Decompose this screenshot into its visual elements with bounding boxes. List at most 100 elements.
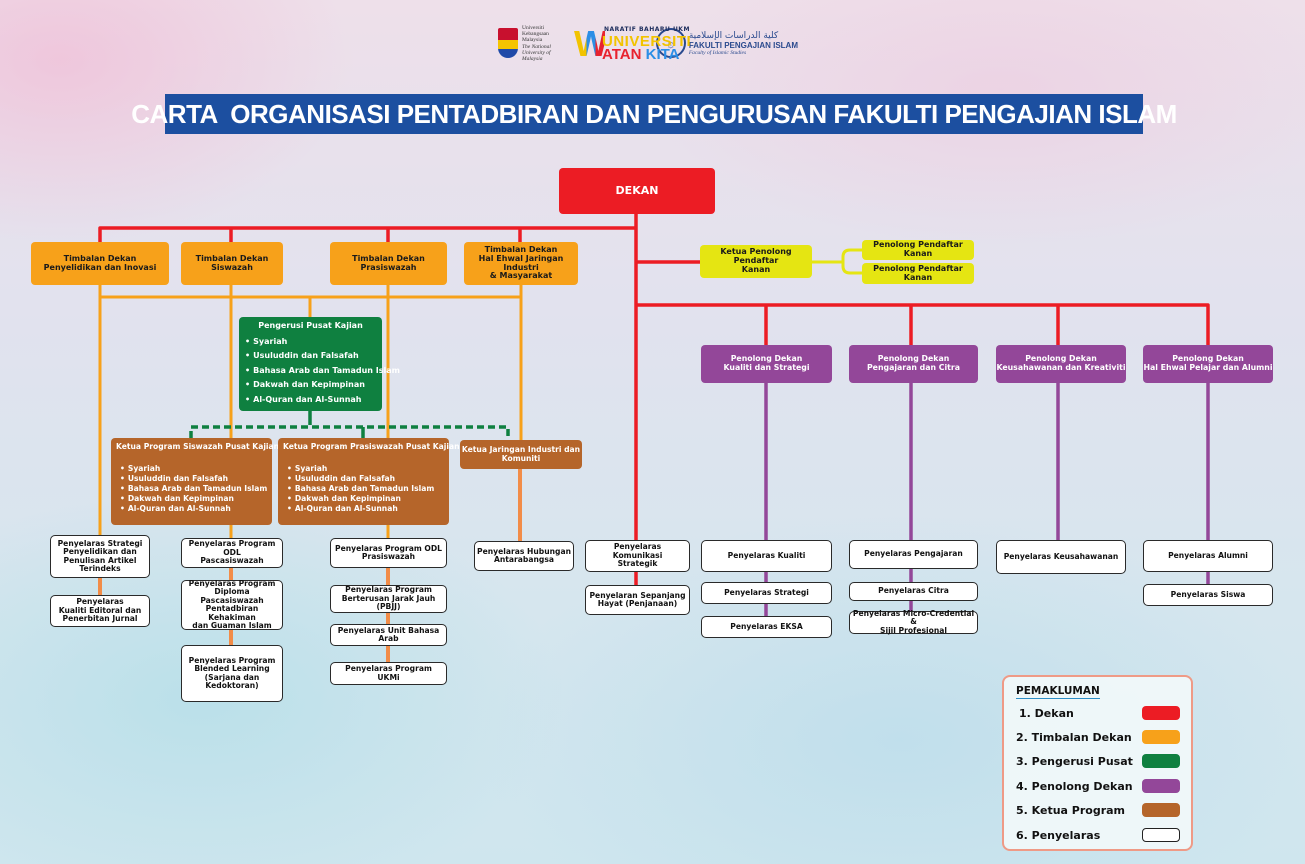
faculty-name: FAKULTI PENGAJIAN ISLAM <box>688 40 798 50</box>
list-item-text: Usuluddin dan Falsafah <box>294 473 396 483</box>
node-line: Penerbitan Jurnal <box>62 614 138 624</box>
list-item: •Bahasa Arab dan Tamadun Islam <box>245 365 400 376</box>
node-line: Keusahawanan dan Kreativiti <box>996 363 1126 372</box>
node-line: Prasiswazah <box>361 552 416 561</box>
node-line: Penyelaras <box>76 597 124 607</box>
list-item-text: Al-Quran dan Al-Sunnah <box>294 503 398 513</box>
node-line: Kualiti Editoral dan <box>58 605 142 615</box>
bullet-icon: • <box>120 483 125 493</box>
node-dekan: DEKAN <box>559 168 715 214</box>
node-line: Hal Ehwal Jaringan Industri <box>478 253 564 272</box>
node-penyelaras-hubungan-antarabangsa: Penyelaras Hubungan Antarabangsa <box>474 541 574 571</box>
node-line: Penolong Dekan <box>730 354 803 364</box>
list-item-text: Al-Quran dan Al-Sunnah <box>127 503 231 513</box>
legend-item-timbalan-dekan: 2. Timbalan Dekan <box>1016 728 1180 746</box>
legend-item-dekan: 1. Dekan <box>1016 704 1180 722</box>
node-line: Siswazah <box>211 262 253 272</box>
dekan-connectors <box>98 213 1210 585</box>
node-line: Ketua Penolong Pendaftar <box>720 247 792 266</box>
node-line: Strategik <box>617 559 658 569</box>
node-penyelaras-strategi: Penyelaras Strategi <box>701 582 832 604</box>
bullet-icon: • <box>245 336 251 346</box>
deputy-connectors <box>98 285 523 538</box>
node-line: Penolong Dekan <box>1025 354 1097 364</box>
node-line: Penyelaras Program ODL <box>188 539 276 557</box>
node-penolong-pendaftar-kanan-1: Penolong Pendaftar Kanan <box>862 240 974 260</box>
logo-strip: Universiti Kebangsaan Malaysia The Natio… <box>498 22 798 64</box>
bullet-icon: • <box>120 473 125 483</box>
legend-item-penolong-dekan: 4. Penolong Dekan <box>1016 777 1180 795</box>
node-line: Penolong Dekan <box>877 354 950 364</box>
node-line: Penyelaran Sepanjang <box>589 590 686 600</box>
node-line: Prasiswazah <box>360 262 417 272</box>
universiti-watan-kita-logo: W NARATIF BAHARU UKM UNIVERSITI ATAN KIT… <box>574 23 691 64</box>
bullet-icon: • <box>120 503 125 513</box>
node-line: Penyelaras Hubungan <box>477 546 571 556</box>
node-title: Ketua Program Prasiswazah Pusat Kajian <box>283 442 460 451</box>
node-line: Kanan <box>741 264 771 274</box>
node-penolong-dekan-keusahawanan: Penolong Dekan Keusahawanan dan Kreativi… <box>996 345 1126 383</box>
legend-swatch <box>1142 754 1180 768</box>
node-penyelaras-eksa: Penyelaras EKSA <box>701 616 832 638</box>
campaign-line2: ATAN KITA <box>602 46 680 63</box>
legend-label: 1. Dekan <box>1019 706 1074 720</box>
node-penyelaras-alumni: Penyelaras Alumni <box>1143 540 1273 572</box>
node-penyelaras-pbjj: Penyelaras Program Berterusan Jarak Jauh… <box>330 585 447 613</box>
node-line: & Masyarakat <box>489 271 553 281</box>
list-item-text: Syariah <box>294 463 328 473</box>
list-item: •Bahasa Arab dan Tamadun Islam <box>120 483 268 494</box>
node-pengerusi-pusat-kajian: Pengerusi Pusat Kajian •Syariah •Usuludd… <box>239 317 400 411</box>
programme-list: •Syariah •Usuluddin dan Falsafah •Bahasa… <box>116 463 268 515</box>
node-line: Hayat (Penjanaan) <box>597 599 678 608</box>
registrar-connectors <box>812 248 862 275</box>
node-line: Pengajaran dan Citra <box>866 363 961 372</box>
list-item: •Usuluddin dan Falsafah <box>245 351 400 361</box>
node-penyelaras-siswa: Penyelaras Siswa <box>1143 584 1273 606</box>
node-line: Hal Ehwal Pelajar dan Alumni <box>1143 363 1273 372</box>
legend-item-pengerusi-pusat: 3. Pengerusi Pusat <box>1016 752 1180 770</box>
node-line: Timbalan Dekan <box>352 253 425 263</box>
faculty-arabic-name: كلية الدراسات الإسلامية <box>688 30 779 41</box>
legend-item-ketua-program: 5. Ketua Program <box>1016 801 1180 819</box>
node-line: Penyelaras Program <box>188 578 276 588</box>
legend-label: 2. Timbalan Dekan <box>1016 730 1132 744</box>
list-item-text: Bahasa Arab dan Tamadun Islam <box>253 365 400 375</box>
bullet-icon: • <box>245 380 251 390</box>
node-line: Penulisan Artikel <box>63 555 137 565</box>
node-line: Penolong Dekan <box>1172 354 1244 364</box>
list-item-text: Dakwah dan Kepimpinan <box>127 493 234 503</box>
node-penyelaras-odl-prasiswazah: Penyelaras Program ODL Prasiswazah <box>330 538 447 568</box>
node-penyelaras-micro-credential: Penyelaras Micro-Credential & Sijil Prof… <box>849 609 978 634</box>
list-item-text: Syariah <box>127 463 161 473</box>
node-line: dan Guaman Islam <box>192 621 272 630</box>
node-line: Kedoktoran) <box>205 681 259 690</box>
node-penyelaras-program-ukmi: Penyelaras Program UKMi <box>330 662 447 685</box>
list-item-text: Bahasa Arab dan Tamadun Islam <box>127 483 268 493</box>
bullet-icon: • <box>287 473 292 483</box>
node-penolong-pendaftar-kanan-2: Penolong Pendaftar Kanan <box>862 263 974 284</box>
programme-list: •Syariah •Usuluddin dan Falsafah •Bahasa… <box>283 463 434 515</box>
node-line: Timbalan Dekan <box>63 253 137 263</box>
node-line: Ketua Jaringan Industri dan <box>461 445 581 454</box>
node-penyelaras-citra: Penyelaras Citra <box>849 582 978 601</box>
legend-swatch <box>1142 828 1180 842</box>
calligraphy-emblem-icon: ۞ <box>655 28 686 58</box>
node-penyelaras-kualiti: Penyelaras Kualiti <box>701 540 832 572</box>
node-timbalan-dekan-siswazah: Timbalan Dekan Siswazah <box>181 242 283 285</box>
centre-connectors <box>189 411 510 438</box>
legend-item-penyelaras: 6. Penyelaras <box>1016 826 1180 844</box>
ukm-name: Universiti Kebangsaan Malaysia <box>522 24 549 43</box>
list-item: •Bahasa Arab dan Tamadun Islam <box>287 483 434 494</box>
node-line: Komuniti <box>501 453 541 463</box>
node-penyelaras-diploma-pascasiswazah: Penyelaras Program Diploma Pascasiswazah… <box>181 578 283 630</box>
legend-label: 4. Penolong Dekan <box>1016 779 1133 793</box>
list-item-text: Dakwah dan Kepimpinan <box>253 380 365 390</box>
list-item: •Dakwah dan Kepimpinan <box>120 493 267 504</box>
legend: PEMAKLUMAN 1. Dekan 2. Timbalan Dekan 3.… <box>1002 675 1193 851</box>
node-penyelaras-strategi-penyelidikan: Penyelaras Strategi Penyelidikan dan Pen… <box>50 535 150 578</box>
bullet-icon: • <box>287 483 292 493</box>
node-line: Timbalan Dekan <box>195 253 269 263</box>
w-letter-icon: W <box>574 23 608 64</box>
node-ketua-program-prasiswazah: Ketua Program Prasiswazah Pusat Kajian •… <box>278 438 460 525</box>
